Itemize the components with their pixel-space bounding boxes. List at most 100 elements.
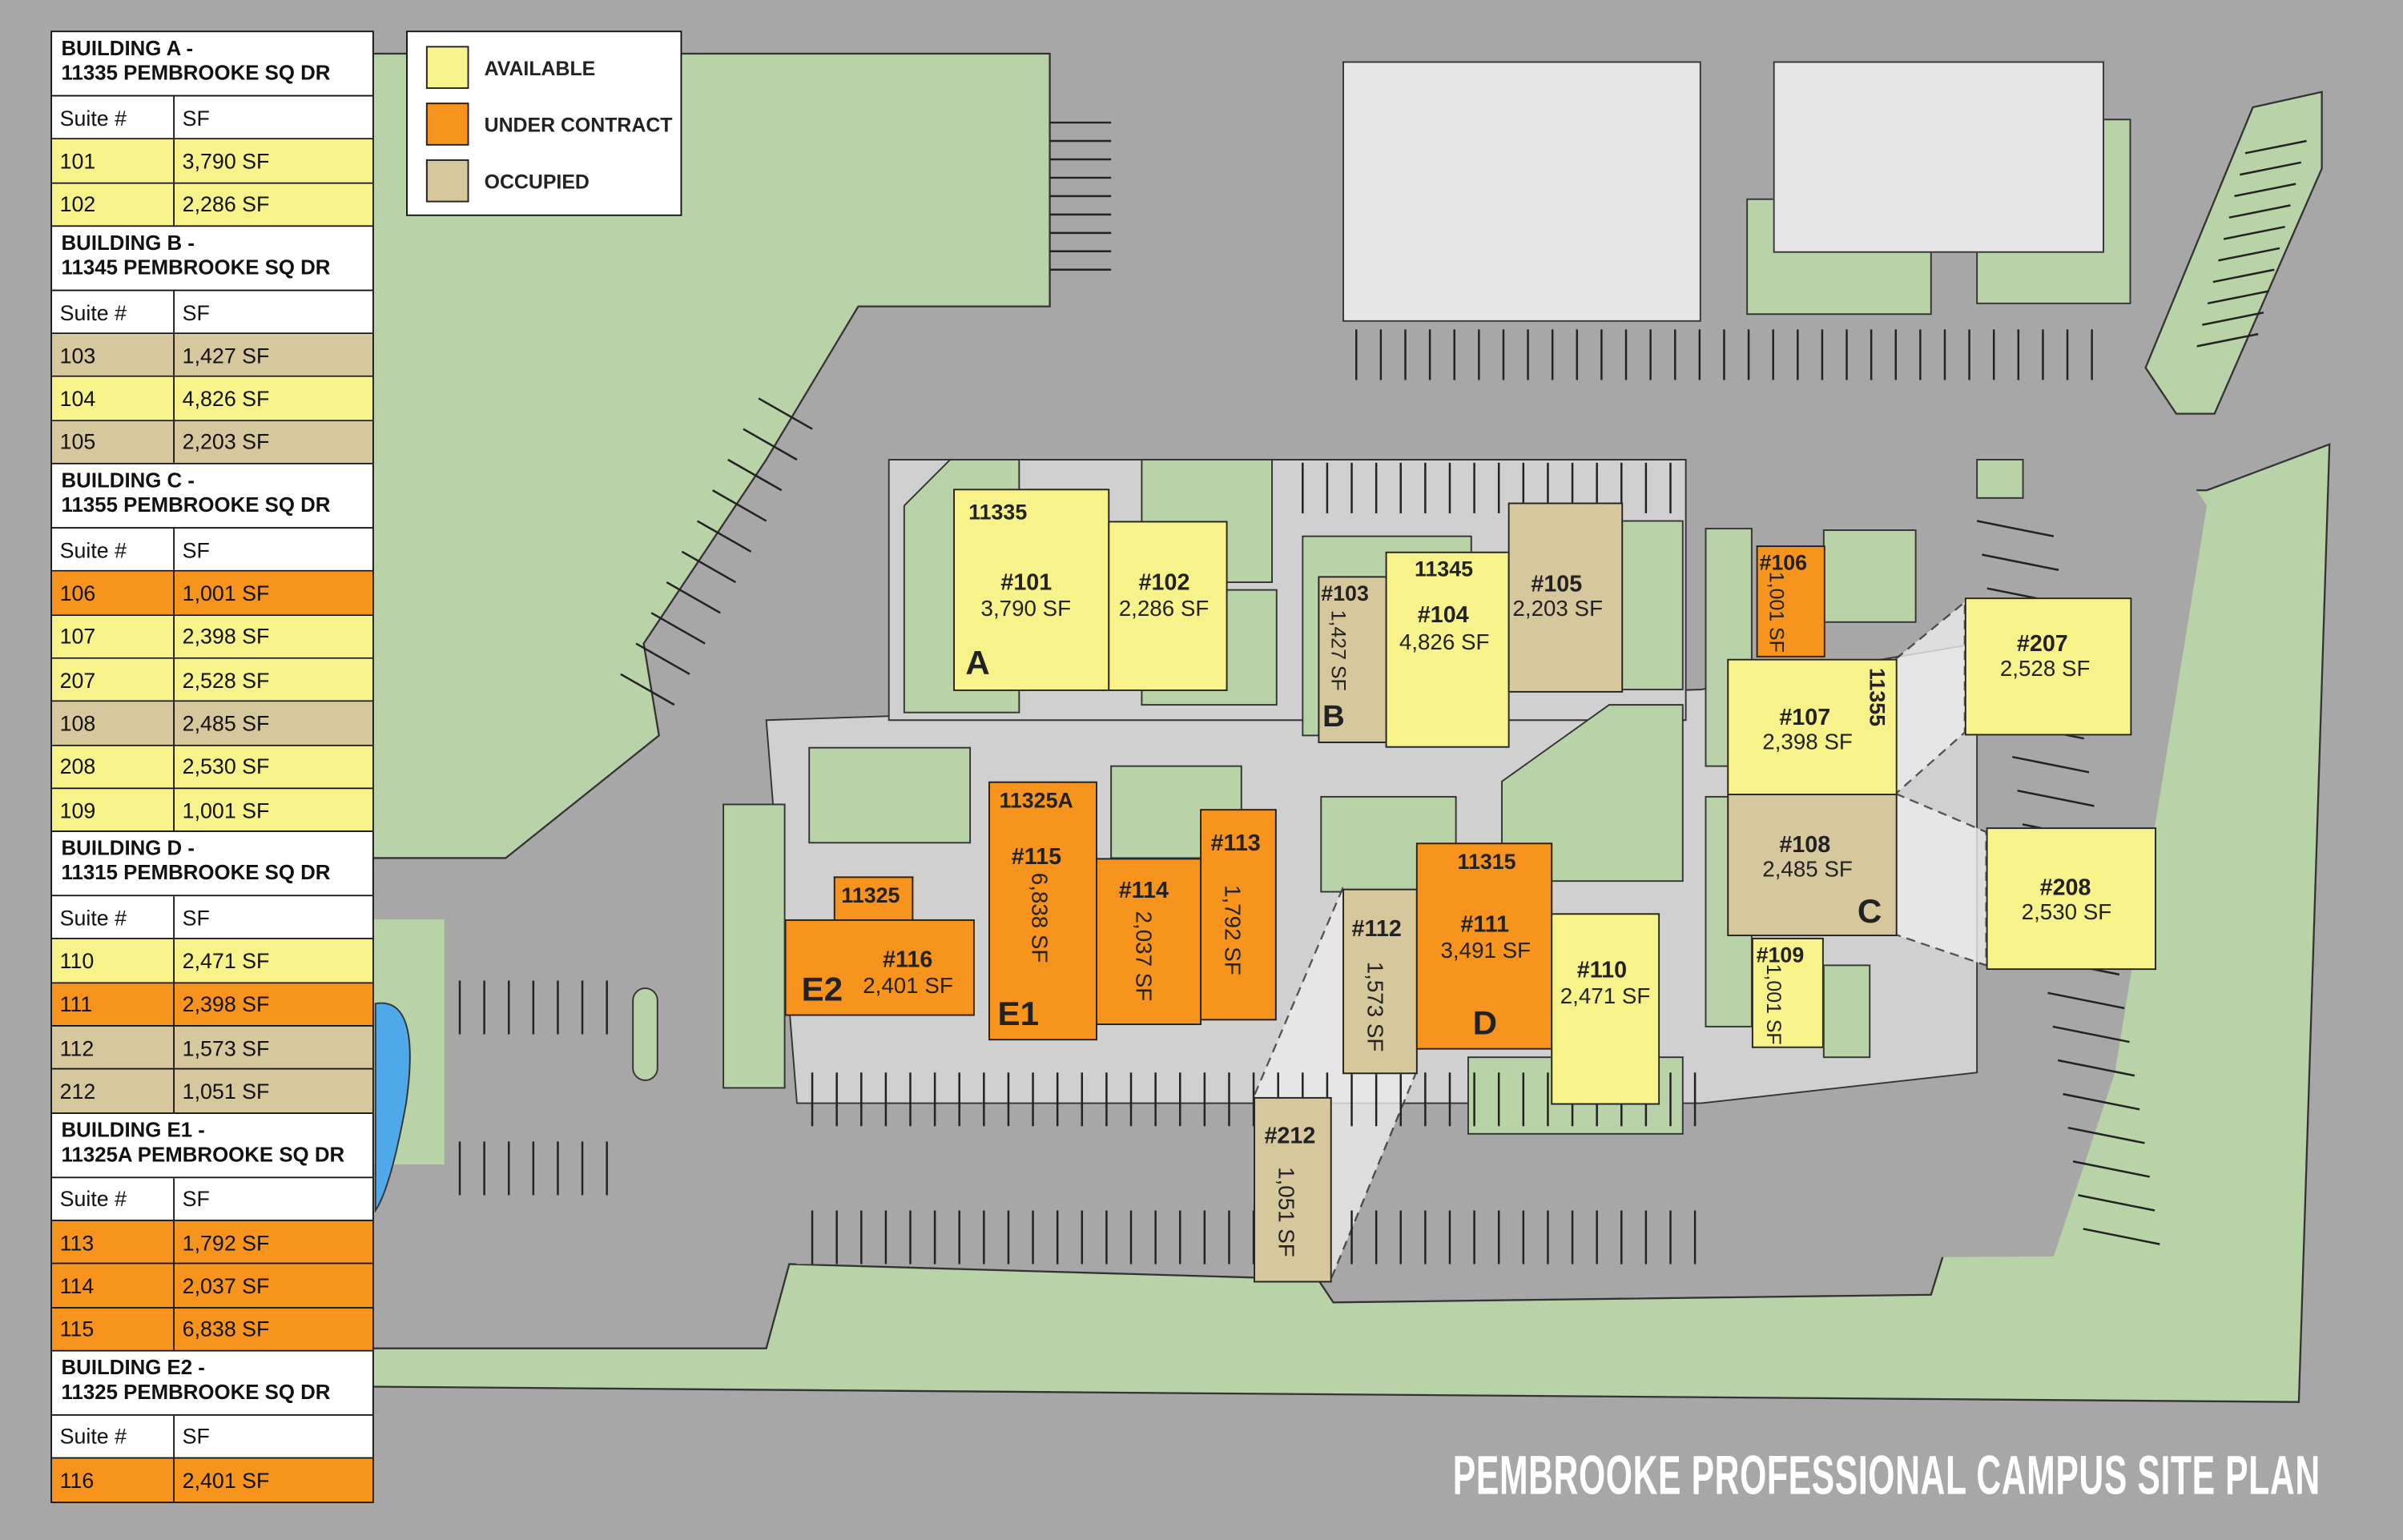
- suite-number: 113: [52, 1220, 175, 1264]
- unit-116[interactable]: #116 2,401 SF E2: [784, 919, 975, 1016]
- parking-stall-line: [2017, 790, 2095, 807]
- parking-stall-line: [2072, 1160, 2151, 1178]
- suite-sf: 2,528 SF: [175, 658, 372, 701]
- suite-sf: 2,398 SF: [175, 983, 372, 1026]
- building-letter: E1: [997, 994, 1040, 1033]
- suite-number: 114: [52, 1264, 175, 1307]
- unit-115[interactable]: 11325A #115 6,838 SF E1: [988, 781, 1097, 1041]
- building-letter: A: [965, 643, 990, 682]
- unit-114[interactable]: #114 2,037 SF: [1096, 858, 1202, 1025]
- suite-number: 101: [52, 139, 175, 182]
- sf-column-header: SF: [175, 291, 372, 333]
- unit-number: #103: [1321, 581, 1369, 605]
- page-title: PEMBROOKE PROFESSIONAL CAMPUS SITE PLAN: [1452, 1443, 2320, 1506]
- legend-item-occupied: OCCUPIED: [425, 159, 590, 203]
- suite-number: 103: [52, 334, 175, 376]
- unit-sf: 2,471 SF: [1560, 985, 1651, 1010]
- building-header: BUILDING A -11335 PEMBROOKE SQ DR: [52, 32, 372, 97]
- building-title: BUILDING A -: [61, 36, 194, 60]
- suite-sf: 1,792 SF: [175, 1220, 372, 1264]
- unit-207[interactable]: #207 2,528 SF: [1964, 597, 2132, 736]
- unit-208[interactable]: #208 2,530 SF: [1986, 827, 2157, 971]
- parking-stall-line: [2012, 755, 2090, 774]
- unit-number: #101: [1000, 569, 1053, 597]
- unit-number: #107: [1779, 705, 1831, 731]
- unit-sf: 2,485 SF: [1762, 858, 1853, 883]
- column-header-row: Suite #SF: [52, 1415, 372, 1459]
- building-header: BUILDING E1 -11325A PEMBROOKE SQ DR: [52, 1113, 372, 1178]
- occupied-swatch: [425, 159, 469, 203]
- suite-sf: 3,790 SF: [175, 139, 372, 182]
- unit-106[interactable]: #106 1,001 SF: [1756, 545, 1825, 657]
- unit-212[interactable]: #212 1,051 SF: [1254, 1096, 1332, 1283]
- unit-101[interactable]: 11335 #101 3,790 SF A: [953, 489, 1110, 691]
- unit-105[interactable]: #105 2,203 SF: [1507, 502, 1624, 693]
- suite-sf: 1,051 SF: [175, 1070, 372, 1112]
- building-address: 11325 PEMBROOKE SQ DR: [61, 1380, 331, 1404]
- unit-112[interactable]: #112 1,573 SF: [1342, 888, 1418, 1075]
- suite-sf: 4,826 SF: [175, 377, 372, 420]
- unit-113[interactable]: #113 1,792 SF: [1200, 809, 1277, 1021]
- legend-item-under-contract: UNDER CONTRACT: [425, 103, 673, 146]
- unit-104[interactable]: 11345 #104 4,826 SF: [1385, 551, 1510, 748]
- building-header: BUILDING B -11345 PEMBROOKE SQ DR: [52, 227, 372, 292]
- unit-110[interactable]: #110 2,471 SF: [1551, 913, 1660, 1105]
- suite-column-header: Suite #: [52, 896, 175, 939]
- parking-stall-line: [743, 428, 798, 461]
- parking-stall-line: [2228, 204, 2291, 219]
- parking-stall-line: [712, 489, 767, 522]
- unit-102[interactable]: #102 2,286 SF: [1108, 521, 1228, 691]
- unit-sf: 1,573 SF: [1361, 961, 1387, 1052]
- building-title: BUILDING B -: [61, 231, 195, 255]
- parking-stall-line: [620, 673, 675, 706]
- unit-sf: 4,826 SF: [1399, 631, 1490, 656]
- suite-column-header: Suite #: [52, 529, 175, 571]
- legend-label: OCCUPIED: [484, 169, 590, 193]
- unit-sf: 2,528 SF: [1999, 657, 2091, 682]
- building-address: 11335 PEMBROOKE SQ DR: [61, 61, 331, 85]
- unit-108[interactable]: #108 2,485 SF C: [1727, 794, 1898, 937]
- suite-number: 212: [52, 1070, 175, 1112]
- unit-number: #109: [1756, 942, 1805, 967]
- legend-label: UNDER CONTRACT: [484, 112, 673, 136]
- building-header: BUILDING E2 -11325 PEMBROOKE SQ DR: [52, 1351, 372, 1416]
- suite-column-header: Suite #: [52, 1415, 175, 1458]
- unit-116-wing: 11325: [833, 876, 914, 923]
- column-header-row: Suite #SF: [52, 96, 372, 140]
- unit-number: #108: [1779, 831, 1831, 858]
- suite-sf: 2,485 SF: [175, 702, 372, 745]
- unit-109[interactable]: #109 1,001 SF: [1751, 937, 1824, 1048]
- unit-number: #104: [1417, 601, 1469, 629]
- parking-stall-line: [2047, 991, 2125, 1010]
- parking-stall-line: [1976, 520, 2055, 537]
- parking-stall-line: [2067, 1126, 2145, 1144]
- building-e2-address: 11325: [841, 883, 900, 907]
- unit-103[interactable]: #103 1,427 SF B: [1318, 576, 1387, 743]
- unit-number: #208: [2039, 875, 2091, 902]
- unit-sf: 3,491 SF: [1440, 939, 1532, 964]
- unit-number: #116: [883, 947, 933, 973]
- unit-111[interactable]: 11315 #111 3,491 SF D: [1415, 842, 1553, 1050]
- suite-sf: 2,286 SF: [175, 183, 372, 226]
- sf-column-header: SF: [175, 1177, 372, 1220]
- unit-107[interactable]: #107 2,398 SF 11355: [1727, 658, 1898, 796]
- unit-number: #115: [1011, 844, 1062, 871]
- parking-stall-line: [758, 397, 813, 430]
- suite-sf: 1,001 SF: [175, 572, 372, 614]
- suite-number: 104: [52, 377, 175, 420]
- parking-stall-line: [2083, 1228, 2160, 1245]
- unit-sf: 3,790 SF: [980, 597, 1072, 622]
- suite-sf: 2,203 SF: [175, 420, 372, 463]
- unit-sf: 1,001 SF: [1762, 963, 1785, 1045]
- parking-stall-line: [2218, 247, 2280, 262]
- building-title: BUILDING C -: [61, 468, 195, 493]
